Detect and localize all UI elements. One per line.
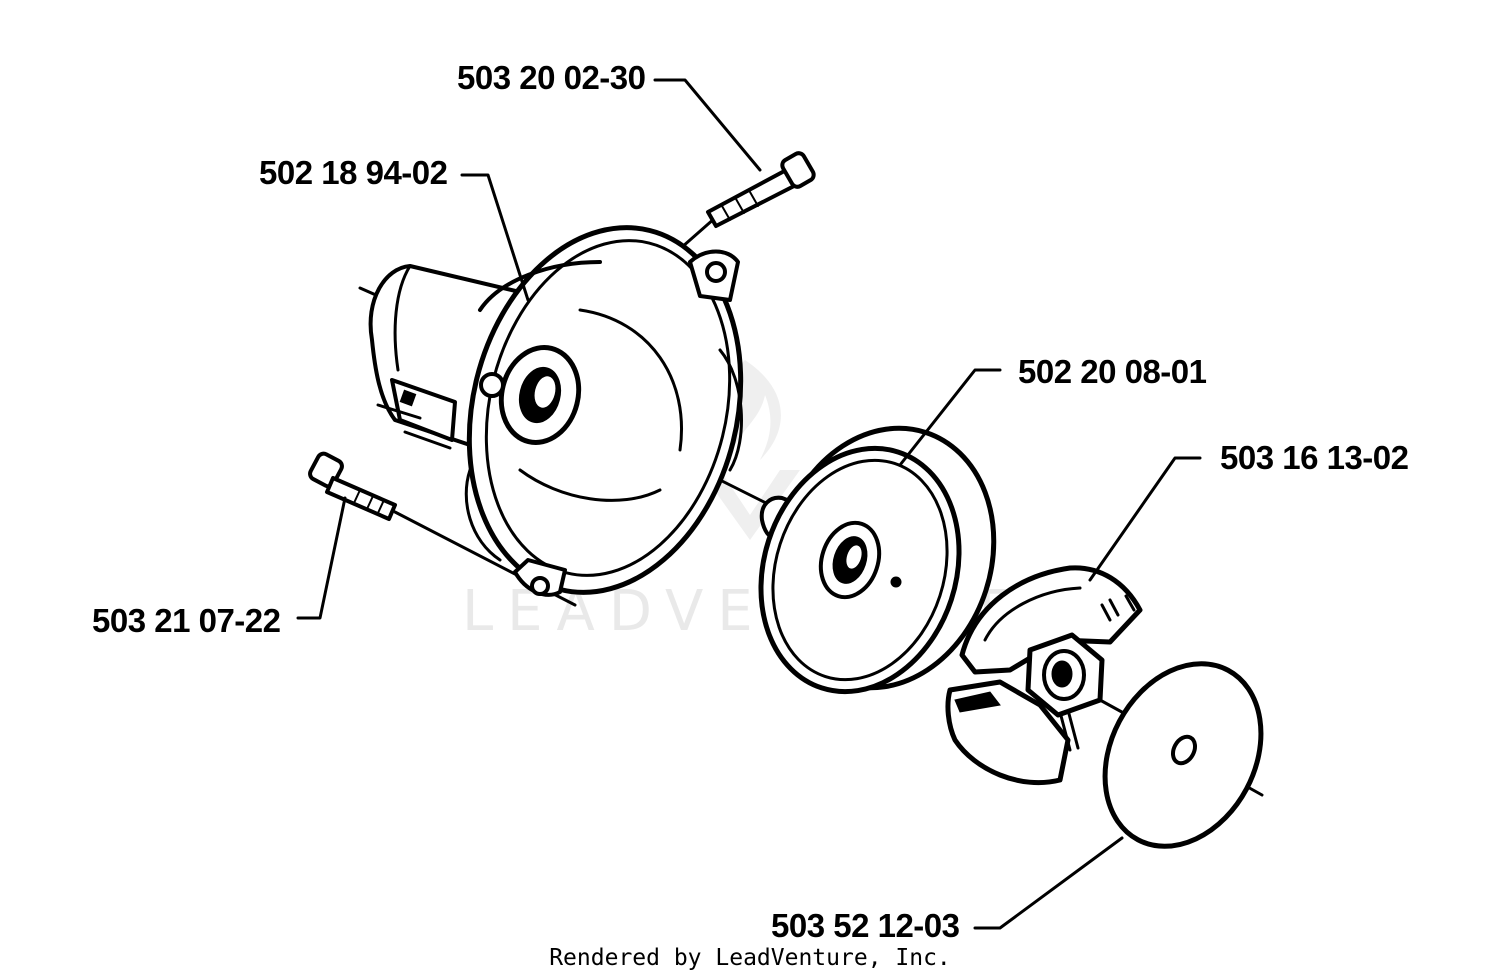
part-number-washer-plate: 503 52 12-03 [771,907,960,944]
part-number-clutch-drum: 502 20 08-01 [1018,353,1207,390]
clutch-drum-drawing [758,425,997,695]
housing-screw-drawing [308,451,577,607]
clutch-shoe-assembly-drawing [945,565,1143,786]
part-number-clutch-cover-screw: 503 20 02-30 [457,59,646,96]
clutch-housing-drawing [368,225,744,597]
leader-lines [296,78,1202,930]
part-number-housing-screw: 503 21 07-22 [92,602,281,639]
part-number-clutch-housing: 502 18 94-02 [259,154,448,191]
rendered-by-footer: Rendered by LeadVenture, Inc. [549,945,951,971]
part-number-clutch-shoe-assembly: 503 16 13-02 [1220,439,1409,476]
washer-plate-drawing [1102,661,1264,849]
